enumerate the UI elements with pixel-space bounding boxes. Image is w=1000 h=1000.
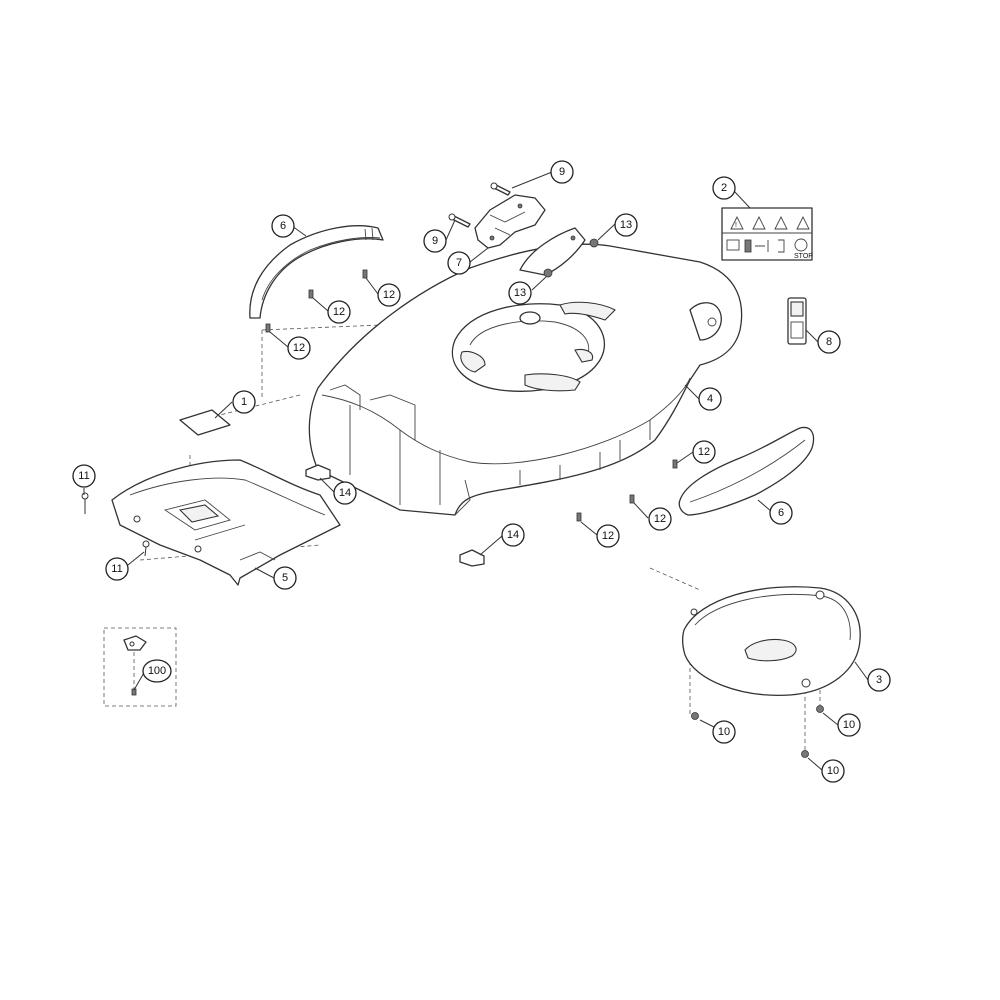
nut-13-upper: [589, 238, 599, 248]
callout-2-label: 2: [721, 182, 727, 194]
screw-11-lower: [142, 540, 150, 557]
callout-10c-label: 10: [827, 765, 839, 777]
svg-text:!: !: [735, 222, 737, 229]
callout-12-a: 12: [377, 283, 401, 307]
leader-lines: [83, 171, 869, 771]
screw-10-set: [691, 705, 824, 758]
callout-6a-label: 6: [280, 220, 286, 232]
mower-deck-housing: [308, 227, 743, 516]
callout-5: 5: [273, 566, 297, 590]
callout-3-label: 3: [876, 674, 882, 686]
callout-9a-label: 9: [559, 166, 565, 178]
screw-12-set: [265, 269, 678, 522]
callout-12-b: 12: [327, 300, 351, 324]
callout-11a-label: 11: [78, 470, 89, 482]
callout-100-label: 100: [148, 665, 166, 677]
height-adjust-bracket: [474, 194, 546, 249]
clip-14-lower: [459, 549, 485, 567]
callout-13b-label: 13: [514, 287, 526, 299]
callout-6b-label: 6: [778, 507, 784, 519]
bolt-9-upper: [490, 182, 511, 196]
callout-9-lower: 9: [423, 229, 447, 253]
callout-3: 3: [867, 668, 891, 692]
callout-1: 1: [232, 390, 256, 414]
stop-text: STOP: [794, 253, 813, 260]
assembly-kit-box: [103, 627, 177, 707]
callout-10b-label: 10: [843, 719, 855, 731]
callout-11b-label: 11: [111, 563, 122, 575]
callout-13-lower: 13: [508, 281, 532, 305]
callout-6-rear-bumper: 6: [271, 214, 295, 238]
callout-11-left: 11: [72, 464, 96, 488]
callout-1-label: 1: [241, 396, 247, 408]
label-plate: [179, 409, 231, 436]
callout-5-label: 5: [282, 572, 288, 584]
callout-8: 8: [817, 330, 841, 354]
callout-12d-label: 12: [698, 446, 710, 458]
screw-11-left: [81, 492, 89, 514]
callout-13a-label: 13: [620, 219, 632, 231]
callout-12e-label: 12: [654, 513, 666, 525]
bumper-strip-front: [678, 426, 815, 516]
clip-14-upper: [305, 464, 331, 481]
callout-10-right: 10: [837, 713, 861, 737]
deck-cover-plate: [681, 586, 861, 696]
callout-12f-label: 12: [602, 530, 614, 542]
callout-12-c: 12: [287, 336, 311, 360]
callout-100: 100: [142, 659, 172, 683]
rear-deflector: [111, 459, 341, 586]
callout-12-d: 12: [692, 440, 716, 464]
callout-14a-label: 14: [339, 487, 351, 499]
bumper-strip-rear: [249, 225, 384, 319]
callout-14-lower: 14: [501, 523, 525, 547]
callout-12a-label: 12: [383, 289, 395, 301]
clip-part-8: [787, 297, 807, 345]
callout-7-label: 7: [456, 257, 462, 269]
callout-10a-label: 10: [718, 726, 730, 738]
callout-10-bottom: 10: [821, 759, 845, 783]
callout-11-lower: 11: [105, 557, 129, 581]
callout-14b-label: 14: [507, 529, 519, 541]
nut-13-lower: [543, 268, 553, 278]
callout-4: 4: [698, 387, 722, 411]
callout-9b-label: 9: [432, 235, 438, 247]
callout-9-upper: 9: [550, 160, 574, 184]
callout-10-left: 10: [712, 720, 736, 744]
callout-13-upper: 13: [614, 213, 638, 237]
callout-7: 7: [447, 251, 471, 275]
warning-label: ! STOP: [721, 207, 813, 261]
callout-2: 2: [712, 176, 736, 200]
callout-12c-label: 12: [293, 342, 305, 354]
callout-12b-label: 12: [333, 306, 345, 318]
callout-12-f: 12: [596, 524, 620, 548]
callout-4-label: 4: [707, 393, 713, 405]
bolt-9-lower: [448, 213, 471, 228]
callout-12-e: 12: [648, 507, 672, 531]
callout-6-front-bumper: 6: [769, 501, 793, 525]
callout-8-label: 8: [826, 336, 832, 348]
callout-14-upper: 14: [333, 481, 357, 505]
